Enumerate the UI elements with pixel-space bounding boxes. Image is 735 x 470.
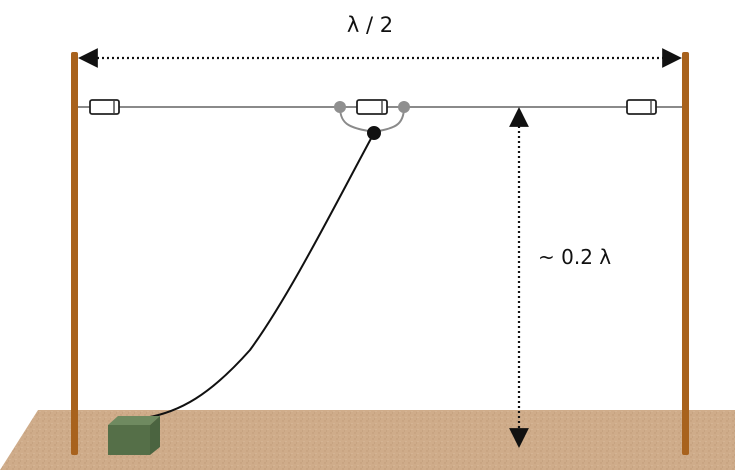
left-terminal — [334, 101, 346, 113]
left-insulator-icon — [89, 99, 120, 115]
feed-line — [144, 132, 375, 419]
right-insulator-icon — [626, 99, 657, 115]
feed-point — [367, 126, 381, 140]
ground — [0, 410, 735, 470]
right-pole — [682, 52, 689, 455]
center-insulator-icon — [356, 99, 388, 115]
span-label: λ / 2 — [347, 13, 393, 37]
left-pole — [71, 52, 78, 455]
radio-box-icon — [108, 416, 160, 455]
right-terminal — [398, 101, 410, 113]
height-label: ~ 0.2 λ — [538, 245, 611, 269]
